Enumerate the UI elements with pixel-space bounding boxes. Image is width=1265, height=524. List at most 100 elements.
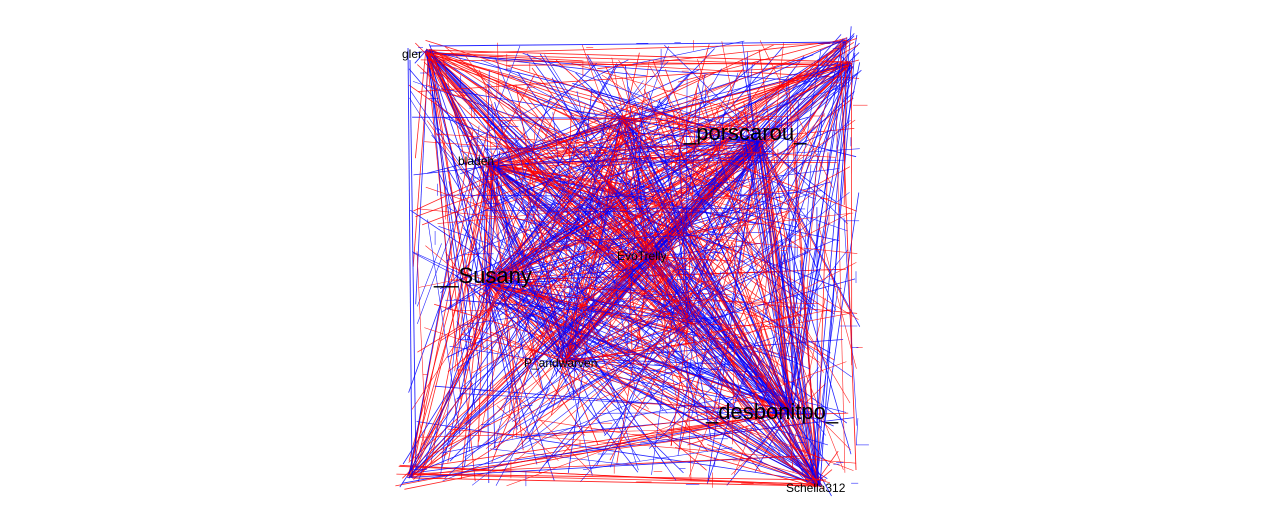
graph-edge xyxy=(719,103,812,224)
graph-edge xyxy=(595,228,740,328)
graph-edge xyxy=(503,221,692,323)
graph-edge xyxy=(496,405,559,461)
graph-edge xyxy=(501,85,580,113)
graph-edge xyxy=(409,97,641,462)
graph-edge xyxy=(404,411,791,490)
graph-edge xyxy=(645,192,774,327)
graph-edge xyxy=(617,128,818,487)
graph-edge xyxy=(429,52,807,82)
graph-edge xyxy=(606,182,655,224)
graph-edge xyxy=(433,53,851,67)
graph-edge xyxy=(581,44,697,368)
graph-edge xyxy=(518,91,650,305)
graph-edge xyxy=(429,49,558,375)
graph-edge xyxy=(593,312,852,363)
graph-edge xyxy=(411,417,854,474)
graph-edge xyxy=(453,299,693,320)
graph-edge xyxy=(616,368,660,390)
graph-edge xyxy=(462,320,693,469)
graph-edge xyxy=(713,284,826,436)
graph-edge xyxy=(550,231,774,243)
graph-edge xyxy=(417,144,759,353)
graph-edge xyxy=(408,131,474,479)
graph-edge xyxy=(417,45,521,325)
graph-edge xyxy=(507,62,850,66)
graph-edge xyxy=(650,336,777,380)
graph-edge xyxy=(775,293,824,373)
graph-edge xyxy=(426,50,462,404)
graph-edge xyxy=(411,477,821,487)
graph-edge xyxy=(427,49,851,63)
graph-edge xyxy=(448,228,802,450)
graph-edge xyxy=(791,222,830,414)
graph-edge xyxy=(515,267,616,403)
graph-edge xyxy=(843,37,847,205)
label-top-left: gler xyxy=(402,47,422,61)
graph-edge xyxy=(790,239,807,400)
graph-edge xyxy=(450,383,527,435)
graph-edge xyxy=(509,75,752,202)
graph-edge xyxy=(542,250,811,370)
graph-edge xyxy=(484,149,664,411)
graph-edge xyxy=(410,148,770,475)
graph-edge xyxy=(538,322,691,414)
graph-edge xyxy=(587,373,828,446)
graph-edge xyxy=(732,271,737,445)
graph-edge xyxy=(563,359,599,446)
graph-edge xyxy=(485,293,816,482)
graph-edge xyxy=(574,82,839,313)
graph-edge xyxy=(573,240,781,357)
graph-edge xyxy=(527,117,622,255)
graph-edge xyxy=(492,305,628,355)
graph-edge xyxy=(736,190,823,197)
graph-edge xyxy=(639,186,676,233)
graph-edge xyxy=(801,40,847,348)
graph-edge xyxy=(464,372,610,458)
graph-edge xyxy=(688,41,850,148)
graph-edge xyxy=(419,421,426,446)
label-center: EvoTrelly xyxy=(617,249,667,263)
graph-edge xyxy=(407,189,561,475)
label-bottom-right: _desbonitpo_ xyxy=(705,399,839,424)
graph-edge xyxy=(690,324,712,441)
graph-edge xyxy=(484,210,771,214)
graph-edge xyxy=(420,382,473,446)
graph-edge xyxy=(440,125,480,475)
graph-edge xyxy=(658,433,830,484)
graph-edge xyxy=(565,354,830,462)
graph-edge xyxy=(446,206,723,380)
graph-edge xyxy=(488,283,555,481)
graph-edge xyxy=(583,447,733,470)
graph-edge xyxy=(658,209,683,286)
graph-edge xyxy=(565,119,856,326)
graph-edge xyxy=(430,49,567,377)
labels-layer: gler bladeh __Susany EvoTrelly P_andwarv… xyxy=(402,47,846,495)
graph-edge xyxy=(415,50,427,159)
graph-edge xyxy=(440,61,669,294)
graph-edge xyxy=(563,184,750,238)
graph-edge xyxy=(571,115,757,132)
graph-edge xyxy=(482,166,486,283)
graph-edge xyxy=(522,52,713,122)
graph-edge xyxy=(622,119,809,254)
graph-edge xyxy=(572,144,608,182)
graph-edge xyxy=(634,139,759,258)
graph-edge xyxy=(513,80,644,258)
graph-edge xyxy=(416,251,426,415)
graph-edge xyxy=(442,360,734,482)
graph-edge xyxy=(654,363,847,413)
graph-edge xyxy=(715,107,769,314)
graph-edge xyxy=(815,450,839,483)
graph-edge xyxy=(687,239,725,336)
graph-edge xyxy=(610,363,749,415)
graph-edge xyxy=(530,340,581,360)
graph-edge xyxy=(814,288,839,457)
graph-edge xyxy=(596,287,653,290)
graph-edge xyxy=(426,49,606,436)
graph-edge xyxy=(597,39,847,70)
graph-edge xyxy=(411,189,547,477)
graph-edge xyxy=(674,447,816,488)
graph-edge xyxy=(637,191,766,288)
graph-edge xyxy=(408,240,453,475)
